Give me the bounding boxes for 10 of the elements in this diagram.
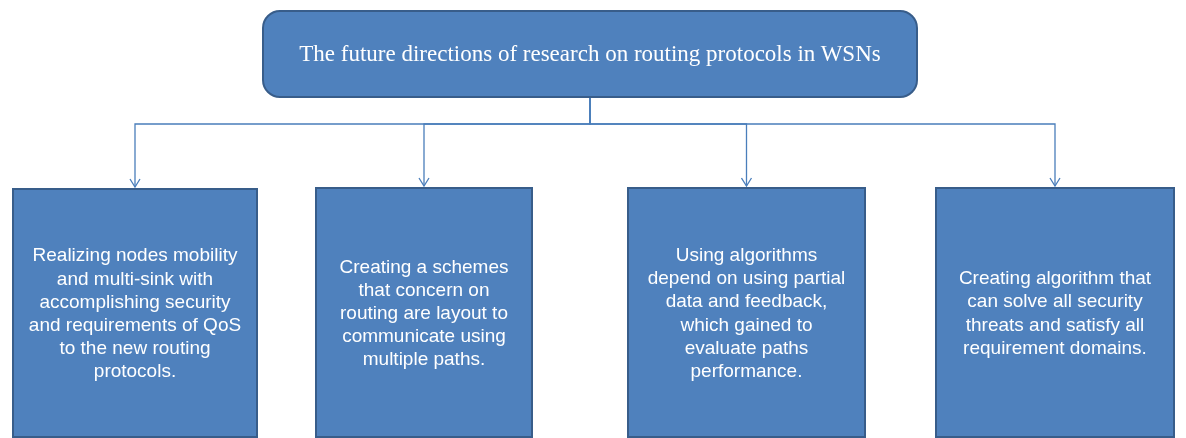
topic-text: Using algorithms depend on using partial data and feedback, which gained to evaluate paths performance. <box>646 243 847 382</box>
topic-box <box>315 187 533 438</box>
title-text: The future directions of research on routing protocols in WSNs <box>299 40 881 69</box>
topic-box <box>935 187 1175 438</box>
title-box <box>262 10 918 98</box>
topic-box <box>627 187 866 438</box>
topic-text: Creating a schemes that concern on routing are layout to communicate using multiple paths. <box>338 254 510 371</box>
topic-text: Creating algorithm that can solve all security threats and satisfy all requirement domains. <box>957 266 1153 359</box>
topic-box <box>12 188 258 438</box>
topic-text: Realizing nodes mobility and multi-sink with accomplishing security and requirements of QoS to the new routing protocols. <box>28 243 242 383</box>
